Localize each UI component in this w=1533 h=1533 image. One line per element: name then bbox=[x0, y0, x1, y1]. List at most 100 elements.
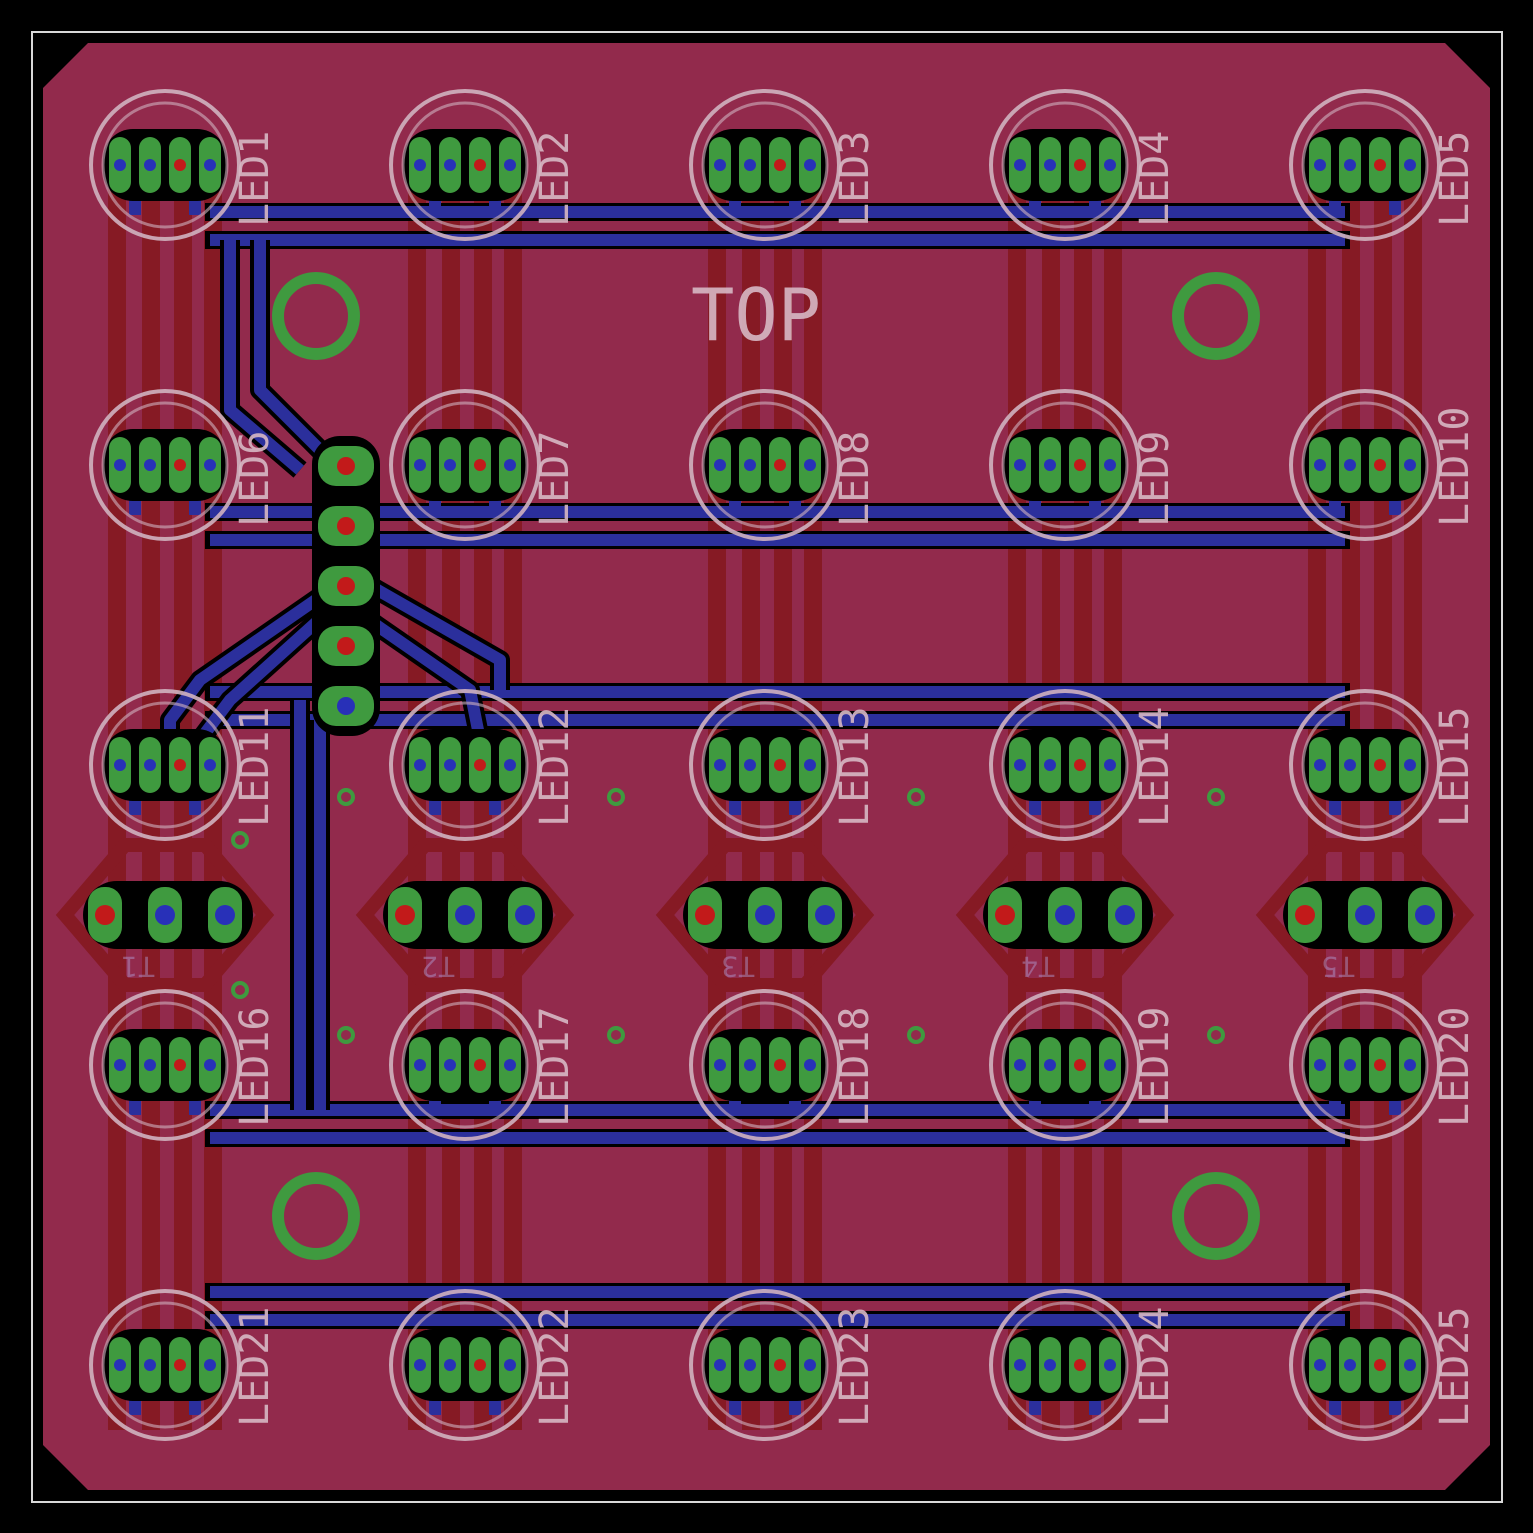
led-drill bbox=[804, 159, 816, 171]
led-silk-inner bbox=[401, 101, 529, 229]
led-silk-inner bbox=[701, 401, 829, 529]
top-trace-horizontal bbox=[210, 234, 1345, 246]
transistor-drill bbox=[1055, 905, 1075, 925]
transistor-drill bbox=[95, 905, 115, 925]
led-drill bbox=[204, 1059, 216, 1071]
led-silk-outer bbox=[689, 389, 841, 541]
led-silk-outer bbox=[689, 989, 841, 1141]
led-silk-inner bbox=[101, 1001, 229, 1129]
led-clearance bbox=[103, 429, 227, 501]
led-silk-inner bbox=[1001, 701, 1129, 829]
led-drill bbox=[414, 459, 426, 471]
led-drill bbox=[144, 1359, 156, 1371]
led-clearance bbox=[403, 429, 527, 501]
led-drill bbox=[1044, 1059, 1056, 1071]
led-clearance bbox=[703, 729, 827, 801]
via bbox=[607, 1026, 625, 1044]
transistor-bottom-trace bbox=[1255, 838, 1475, 992]
led-drill bbox=[504, 459, 516, 471]
top-trace-fanout bbox=[254, 240, 335, 465]
led-label: LED11 bbox=[232, 707, 278, 827]
led-22: LED22 bbox=[389, 1289, 578, 1441]
led-label: LED10 bbox=[1432, 407, 1478, 527]
led-19: LED19 bbox=[989, 989, 1178, 1141]
bottom-trace-vertical bbox=[142, 180, 160, 1430]
led-silk-outer bbox=[689, 89, 841, 241]
led-silk-inner bbox=[1001, 1001, 1129, 1129]
led-label: LED12 bbox=[532, 707, 578, 827]
led-drill bbox=[1044, 1359, 1056, 1371]
vias bbox=[231, 788, 1225, 1044]
led-clearance bbox=[703, 1029, 827, 1101]
led-silk-inner bbox=[701, 1301, 829, 1429]
led-15: LED15 bbox=[1289, 689, 1478, 841]
led-drill bbox=[774, 1359, 786, 1371]
led-drill bbox=[1044, 159, 1056, 171]
led-drill bbox=[744, 1059, 756, 1071]
led-drill bbox=[1404, 1359, 1416, 1371]
led-silk-outer bbox=[89, 389, 241, 541]
led-silk-outer bbox=[689, 1289, 841, 1441]
transistor-drill bbox=[1415, 905, 1435, 925]
led-drill bbox=[1074, 759, 1086, 771]
led-clearance bbox=[703, 129, 827, 201]
led-drill bbox=[804, 1359, 816, 1371]
led-3: LED3 bbox=[689, 89, 878, 241]
led-drill bbox=[414, 759, 426, 771]
transistor-label: T1 bbox=[121, 950, 155, 983]
transistor-drill bbox=[755, 905, 775, 925]
led-18: LED18 bbox=[689, 989, 878, 1141]
led-drill bbox=[1104, 159, 1116, 171]
led-drill bbox=[114, 159, 126, 171]
led-drill bbox=[114, 459, 126, 471]
led-clearance bbox=[1303, 129, 1427, 201]
led-silk-inner bbox=[1001, 401, 1129, 529]
top-trace-fanout bbox=[357, 574, 506, 690]
led-drill bbox=[1404, 1059, 1416, 1071]
connector-drill bbox=[337, 457, 355, 475]
led-silk-inner bbox=[401, 1301, 529, 1429]
via bbox=[907, 1026, 925, 1044]
led-drill bbox=[144, 759, 156, 771]
led-silk-outer bbox=[1289, 989, 1441, 1141]
led-drill bbox=[1374, 159, 1386, 171]
board-frame bbox=[31, 31, 1503, 1503]
connector-drill bbox=[337, 697, 355, 715]
led-label: LED2 bbox=[532, 131, 578, 227]
led-drill bbox=[804, 459, 816, 471]
led-label: LED19 bbox=[1132, 1007, 1178, 1127]
led-drill bbox=[204, 1359, 216, 1371]
led-label: LED25 bbox=[1432, 1307, 1478, 1427]
board-top-label: TOP bbox=[691, 273, 821, 357]
led-silk-outer bbox=[989, 389, 1141, 541]
led-silk-inner bbox=[1001, 101, 1129, 229]
led-drill bbox=[1374, 1359, 1386, 1371]
led-label: LED1 bbox=[232, 131, 278, 227]
led-drill bbox=[1374, 1059, 1386, 1071]
transistor-label: T3 bbox=[721, 950, 755, 983]
led-drill bbox=[204, 159, 216, 171]
transistor-bottom-trace bbox=[655, 838, 875, 992]
mounting-hole-bottom-left bbox=[272, 1172, 360, 1260]
led-13: LED13 bbox=[689, 689, 878, 841]
led-drill bbox=[774, 1059, 786, 1071]
led-silk-inner bbox=[401, 401, 529, 529]
led-drill bbox=[1014, 459, 1026, 471]
led-drill bbox=[1014, 1359, 1026, 1371]
led-drill bbox=[504, 1359, 516, 1371]
led-drill bbox=[1104, 759, 1116, 771]
led-silk-inner bbox=[101, 101, 229, 229]
led-drill bbox=[1314, 159, 1326, 171]
led-14: LED14 bbox=[989, 689, 1178, 841]
transistor-drill bbox=[1295, 905, 1315, 925]
led-drill bbox=[1344, 1359, 1356, 1371]
led-silk-inner bbox=[401, 701, 529, 829]
led-drill bbox=[444, 459, 456, 471]
led-drill bbox=[1014, 759, 1026, 771]
led-drill bbox=[414, 159, 426, 171]
led-21: LED21 bbox=[89, 1289, 278, 1441]
led-silk-inner bbox=[401, 1001, 529, 1129]
led-clearance bbox=[103, 729, 227, 801]
